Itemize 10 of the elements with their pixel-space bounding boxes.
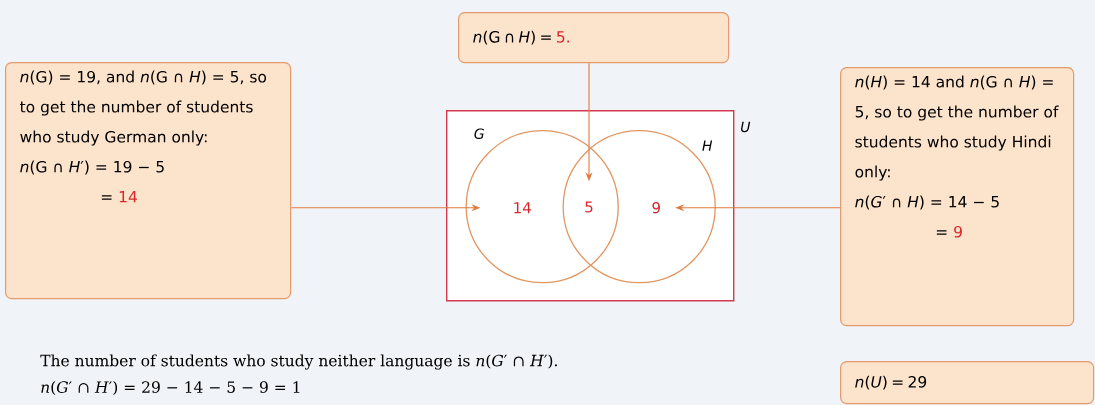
note-text: n(G′ ∩ H′) = 29 − 14 − 5 − 9 = 1 bbox=[41, 380, 300, 396]
region-count: 5 bbox=[585, 201, 593, 213]
note-text: The number of students who study neither language is n(G′ ∩ H′). bbox=[40, 354, 557, 370]
explanation-box: n(H) = 14 and n(G ∩ H) = 5, so to get the number of students who study Hindi only: n(G′ ∩ H) = 14 − 5 = 9 bbox=[840, 67, 1075, 327]
explanation-box: n(G) = 19, and n(G ∩ H) = 5, so to get the number of students who study German only: n(G ∩ H′) = 19 − 5 = 14 bbox=[5, 62, 292, 300]
callout-box: n(U) = 29 bbox=[840, 361, 1095, 405]
callout-box: n(G ∩ H) = 5. bbox=[458, 12, 730, 64]
node-label: U bbox=[741, 121, 751, 133]
region-count: 14 bbox=[514, 202, 531, 214]
region-count: 9 bbox=[652, 202, 660, 214]
